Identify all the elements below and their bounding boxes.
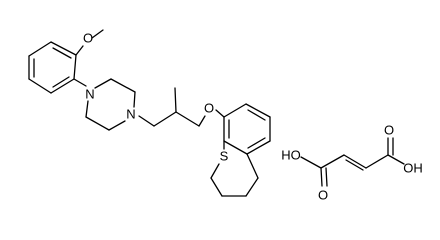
hydroxyl-left-label: HO — [281, 148, 301, 163]
thioether-sulfur-label: S — [220, 149, 229, 164]
methoxy-oxygen-label: O — [83, 31, 93, 46]
ether-oxygen-label: O — [204, 101, 214, 116]
piperazine-ring — [85, 78, 136, 131]
thiopyran-ring — [210, 140, 259, 197]
propyl-chain — [138, 87, 206, 127]
methoxyphenyl-ring — [28, 41, 77, 94]
bond-aryl-n — [73, 78, 87, 87]
molecule-bonds — [28, 29, 271, 197]
atom-labels: O N N O S HO O O OH — [83, 31, 423, 203]
thiochroman-aromatic-ring — [223, 103, 271, 155]
fumaric-acid-bonds — [300, 137, 405, 187]
carbonyl-oxygen-right-label: O — [384, 123, 394, 138]
structure-drawing: O N N O S HO O O OH — [28, 29, 423, 203]
piperazine-nitrogen-bottom-label: N — [126, 107, 135, 122]
carbonyl-oxygen-left-label: O — [318, 188, 328, 203]
hydroxyl-right-label: OH — [403, 161, 423, 176]
piperazine-nitrogen-top-label: N — [85, 87, 94, 102]
bond-methyl-o — [91, 29, 104, 39]
bond-o-aryl — [75, 45, 84, 56]
bond-o-aryl2 — [215, 109, 225, 118]
